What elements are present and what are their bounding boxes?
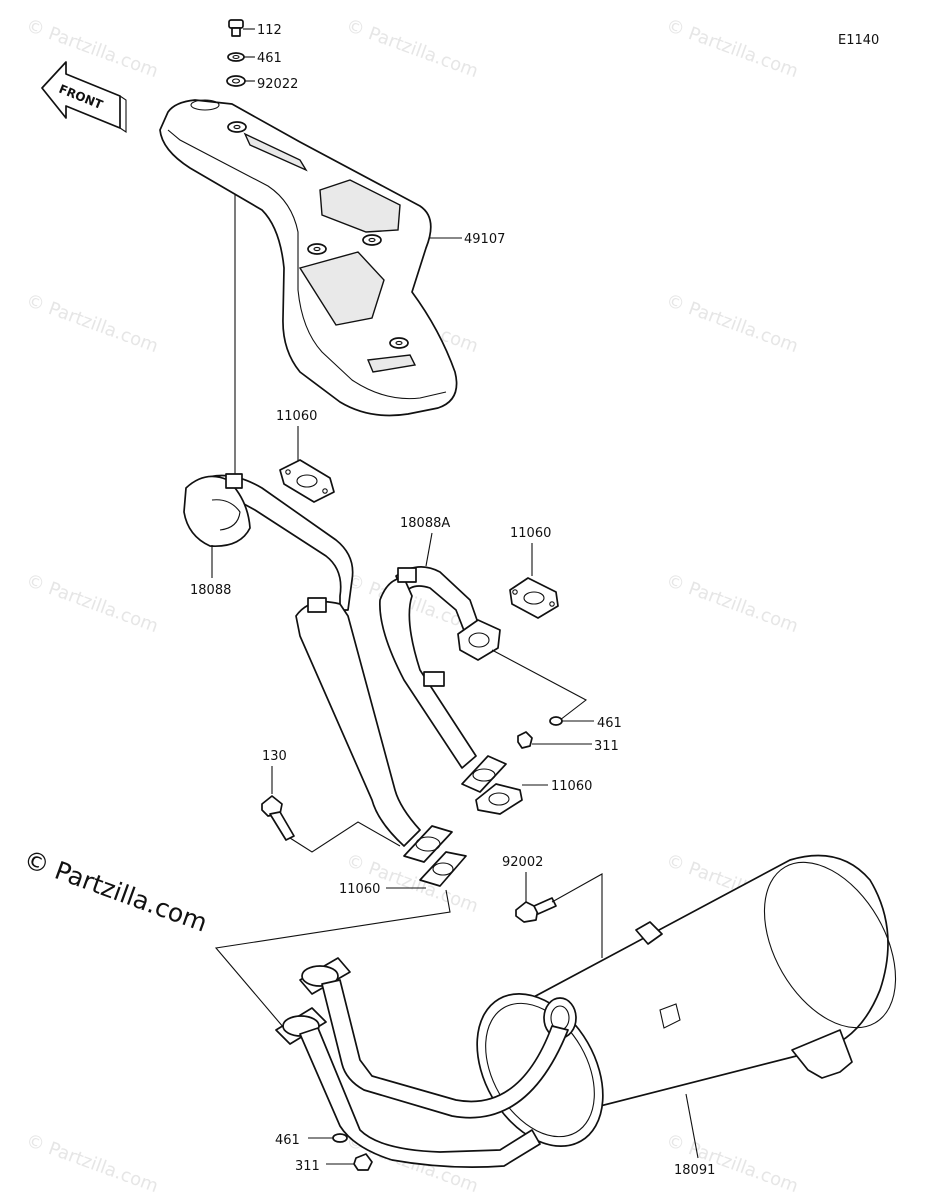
label-11060-d: 11060 [339, 882, 380, 897]
front-arrow-icon: FRONT [41, 61, 127, 134]
label-461-top: 461 [257, 51, 282, 66]
watermark: © Partzilla.com [663, 570, 801, 637]
label-92022: 92022 [257, 77, 298, 92]
label-49107: 49107 [464, 232, 505, 247]
gasket-11060-d [419, 851, 467, 887]
watermark: © Partzilla.com [343, 15, 481, 82]
label-18088: 18088 [190, 583, 231, 598]
label-92002: 92002 [502, 855, 543, 870]
exhaust-pipe-18088a [379, 566, 507, 793]
bolt-92002 [515, 897, 557, 923]
muffler-inlet-pipes [275, 957, 569, 1168]
leader-flange-fasteners [491, 649, 588, 721]
leader-18088a [425, 532, 433, 567]
muffler-18091 [476, 854, 897, 1148]
label-18088a: 18088A [400, 516, 450, 531]
label-311-bot: 311 [295, 1159, 320, 1174]
leader-92002-muffler [551, 873, 603, 958]
watermark: © Partzilla.com [23, 15, 161, 82]
watermark: © Partzilla.com [23, 1130, 161, 1197]
watermark: © Partzilla.com [663, 290, 801, 357]
watermark: © Partzilla.com [663, 15, 801, 82]
nut-311-bot [326, 1153, 373, 1171]
watermark: © Partzilla.com [23, 290, 161, 357]
bolt-112 [228, 19, 255, 37]
brand-logo: © Partzilla.com [20, 844, 211, 937]
bolt-130 [261, 795, 295, 841]
label-11060-a: 11060 [276, 409, 317, 424]
label-130: 130 [262, 749, 287, 764]
label-11060-c: 11060 [551, 779, 592, 794]
heat-shield-49107 [159, 99, 458, 417]
exhaust-pipe-18088 [183, 473, 453, 863]
label-311-mid: 311 [594, 739, 619, 754]
washer-461-mid [549, 716, 594, 726]
gasket-11060-c [475, 783, 548, 815]
nut-311-mid [517, 731, 592, 749]
label-461-mid: 461 [597, 716, 622, 731]
watermark: © Partzilla.com [23, 570, 161, 637]
label-112: 112 [257, 23, 282, 38]
gasket-11060-b [509, 577, 559, 619]
gasket-11060-a [279, 459, 335, 503]
washer-461-top [227, 52, 255, 62]
washer-92022 [226, 75, 255, 87]
leader-muffler-inlet [214, 889, 451, 1029]
leader-18091 [685, 1093, 699, 1159]
washer-461-bot [308, 1133, 348, 1143]
label-18091: 18091 [674, 1163, 715, 1178]
label-461-bot: 461 [275, 1133, 300, 1148]
label-11060-b: 11060 [510, 526, 551, 541]
diagram-code: E1140 [838, 33, 879, 48]
leader-130-flange [289, 821, 401, 853]
